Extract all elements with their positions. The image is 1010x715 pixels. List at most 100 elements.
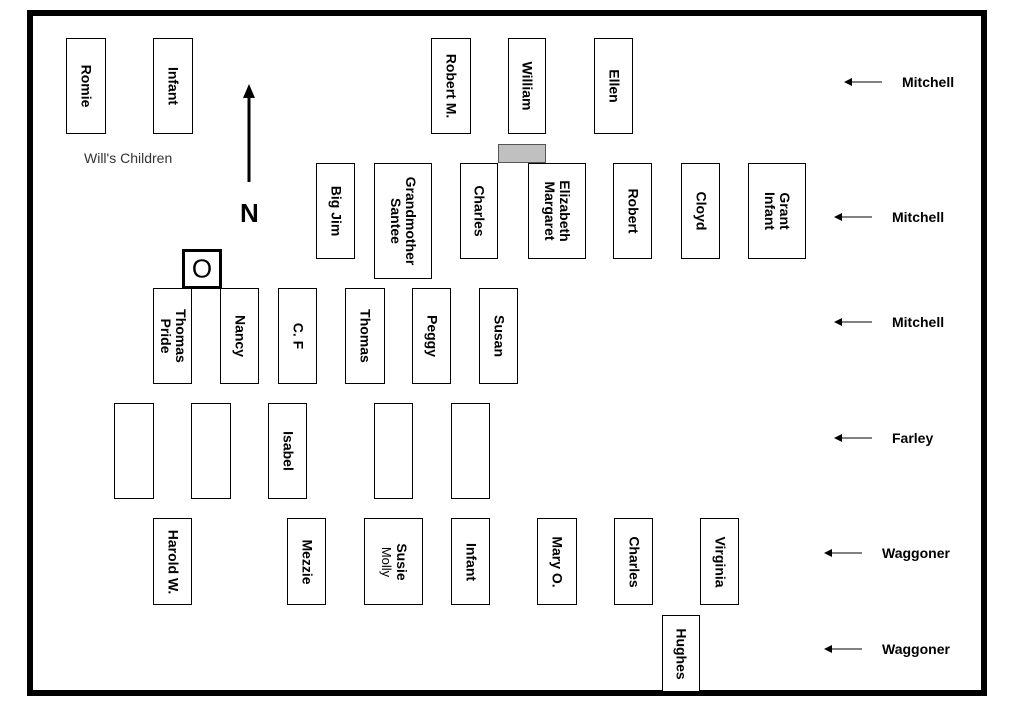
grave-plot-label: Virginia	[712, 535, 728, 588]
grave-plot-name-line: Santee	[388, 198, 404, 244]
grave-plot-name-line: Elizabeth	[557, 180, 573, 242]
row-label-5: Waggoner	[824, 639, 950, 659]
grave-plot-label: Robert M.	[443, 53, 460, 119]
grave-plot-isabel: Isabel	[268, 403, 307, 499]
grave-plot-label: Hughes	[673, 627, 690, 680]
grave-plot-mary-o: Mary O.	[537, 518, 577, 605]
grave-plot-blank-1	[114, 403, 154, 499]
grave-plot-label: C. F	[290, 322, 306, 350]
grave-plot-name-line: Isabel	[280, 431, 296, 471]
left-arrow-icon	[834, 318, 872, 326]
row-label-text: Waggoner	[882, 641, 950, 657]
row-label-text: Waggoner	[882, 545, 950, 561]
grave-plot-label: Infant	[463, 542, 479, 581]
grave-plot-name-line: Peggy	[424, 314, 440, 358]
grave-plot-name-line: Infant	[463, 542, 479, 581]
grave-plot-name-line: Ellen	[606, 69, 622, 103]
grave-plot-label: Cloyd	[693, 191, 709, 231]
grave-plot-robert-m: Robert M.	[431, 38, 471, 134]
grave-plot-name-line: Charles	[626, 535, 642, 588]
row-label-text: Mitchell	[892, 209, 945, 225]
grave-plot-name-line: Mary O.	[549, 535, 566, 588]
grave-plot-label: Mezzie	[299, 538, 315, 585]
grave-plot-name-line: Margaret	[542, 181, 558, 241]
row-label-text: Mitchell	[902, 74, 955, 90]
grave-plot-label: Isabel	[280, 431, 296, 471]
grave-plot-c-f: C. F	[278, 288, 317, 384]
o-marker: O	[182, 249, 222, 289]
north-label: N	[240, 198, 259, 228]
grave-plot-label: Charles	[626, 535, 642, 588]
grave-plot-label: Thomas	[357, 309, 374, 363]
grave-plot-name-line: Thomas	[172, 309, 189, 363]
grave-plot-blank-4	[451, 403, 490, 499]
grave-plot-nancy: Nancy	[220, 288, 259, 384]
grave-plot-label: Romie	[78, 64, 95, 108]
grave-plot-name-line: Infant	[762, 191, 778, 231]
row-label-0: Mitchell	[844, 72, 954, 92]
row-label-text: Mitchell	[892, 314, 945, 330]
grave-plot-name-line: Big Jim	[328, 185, 344, 237]
grave-plot-name-line: Cloyd	[693, 191, 709, 231]
grave-plot-name-line: Mezzie	[299, 538, 315, 585]
grave-plot-label: Charles	[471, 185, 488, 237]
grave-plot-name-line: Grant	[777, 192, 793, 230]
grave-plot-name-line: Harold W.	[165, 529, 181, 594]
grave-plot-name-line: Charles	[471, 185, 488, 237]
grave-plot-label: Robert	[625, 188, 641, 233]
grave-plot-blank-3	[374, 403, 413, 499]
grave-plot-virginia: Virginia	[700, 518, 739, 605]
grave-plot-label: Peggy	[424, 314, 440, 358]
grave-plot-infant-2: Infant	[451, 518, 490, 605]
grave-plot-name-line: Grandmother	[403, 176, 419, 266]
north-arrow-icon	[243, 84, 255, 182]
grave-plot-label: William	[519, 61, 536, 111]
grave-plot-name-line: Hughes	[673, 627, 690, 680]
left-arrow-icon	[834, 213, 872, 221]
grave-plot-ellen: Ellen	[594, 38, 633, 134]
grave-plot-name-line: William	[519, 61, 536, 111]
grave-plot-thomas: Thomas	[345, 288, 385, 384]
row-label-text: Farley	[892, 430, 934, 446]
grave-plot-susan: Susan	[479, 288, 518, 384]
left-arrow-icon	[824, 549, 862, 557]
grave-plot-name-line: Robert M.	[443, 53, 460, 119]
grave-plot-name-line: Thomas	[357, 309, 374, 363]
grave-plot-name-line: Susie	[393, 542, 410, 581]
grave-plot-big-jim: Big Jim	[316, 163, 355, 259]
grave-plot-subname: Molly	[378, 546, 394, 577]
row-label-1: Mitchell	[834, 207, 944, 227]
grave-plot-label: Ellen	[606, 69, 622, 103]
left-arrow-icon	[834, 434, 872, 442]
grave-plot-label: Mary O.	[549, 535, 566, 588]
grave-plot-label: Harold W.	[165, 529, 181, 594]
row-label-2: Mitchell	[834, 312, 944, 332]
grave-plot-name-line: Susan	[491, 314, 507, 358]
grave-plot-label: Nancy	[232, 315, 248, 357]
grave-plot-name-line: Romie	[78, 64, 95, 108]
grave-plot-name-line: Pride	[157, 318, 174, 354]
grave-plot-name-line: C. F	[290, 322, 306, 350]
left-arrow-icon	[844, 78, 882, 86]
grave-plot-blank-2	[191, 403, 231, 499]
grave-plot-mezzie: Mezzie	[287, 518, 326, 605]
grave-plot-name-line: Virginia	[712, 535, 728, 588]
grave-plot-infant-1: Infant	[153, 38, 193, 134]
grave-plot-charles-2: Charles	[614, 518, 653, 605]
grave-plot-label: Infant	[166, 67, 182, 105]
left-arrow-icon	[824, 645, 862, 653]
o-marker-label: O	[191, 253, 213, 284]
grave-plot-william: William	[508, 38, 546, 134]
grave-plot-cloyd: Cloyd	[681, 163, 720, 259]
grave-plot-hughes: Hughes	[662, 615, 700, 692]
